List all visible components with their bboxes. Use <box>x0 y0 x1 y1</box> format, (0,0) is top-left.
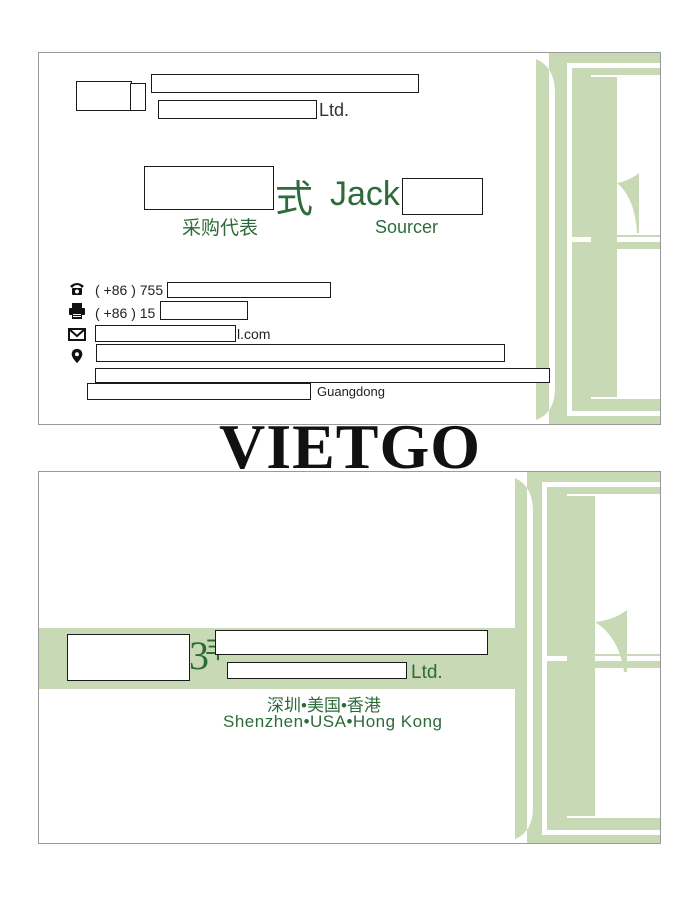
address-line2-redaction <box>95 368 550 383</box>
logo-redaction <box>76 81 132 111</box>
fax-text: ( +86 ) 15 <box>95 305 156 321</box>
logo-redaction-2 <box>130 83 146 111</box>
address-line3-redaction <box>87 383 311 400</box>
back-locations-cn: 深圳•美国•香港 <box>267 696 381 715</box>
fax-icon <box>69 303 85 319</box>
title-cn: 采购代表 <box>182 218 259 239</box>
email-icon <box>68 328 86 341</box>
name-en-first: Jack <box>330 175 400 213</box>
back-locations-en: Shenzhen•USA•Hong Kong <box>223 712 443 731</box>
back-company-en-suffix: Ltd. <box>411 662 443 683</box>
company-en-suffix: Ltd. <box>319 100 350 120</box>
back-company-cn-redaction <box>215 630 488 655</box>
back-company-en-redaction <box>227 662 407 679</box>
name-en-redaction <box>402 178 483 215</box>
company-cn-redaction <box>151 74 419 93</box>
back-logo-partial: 3 <box>189 633 209 678</box>
address-line1-redaction <box>96 344 505 362</box>
title-en: Sourcer <box>375 217 439 237</box>
back-logo-redaction <box>67 634 190 681</box>
decorative-e-frame <box>536 53 660 424</box>
phone-text: ( +86 ) 755 <box>95 282 164 298</box>
company-en-redaction <box>158 100 317 119</box>
phone-redaction <box>167 282 331 298</box>
location-pin-icon <box>71 348 83 364</box>
name-cn-redaction <box>144 166 274 210</box>
email-suffix: l.com <box>237 326 271 342</box>
email-redaction <box>95 325 236 342</box>
address-suffix: Guangdong <box>317 384 385 399</box>
business-card-front: Ltd. 式 Jack 采购代表 Sourcer ( +86 ) 755 ( +… <box>38 52 661 425</box>
fax-redaction <box>160 301 248 320</box>
business-card-back: 3 丰 Ltd. 深圳•美国•香港 Shenzhen•USA•Hong Kong <box>38 471 661 844</box>
phone-icon <box>70 283 84 295</box>
watermark-vietgo: VIETGO <box>218 411 482 482</box>
name-cn-partial: 式 <box>275 179 314 221</box>
